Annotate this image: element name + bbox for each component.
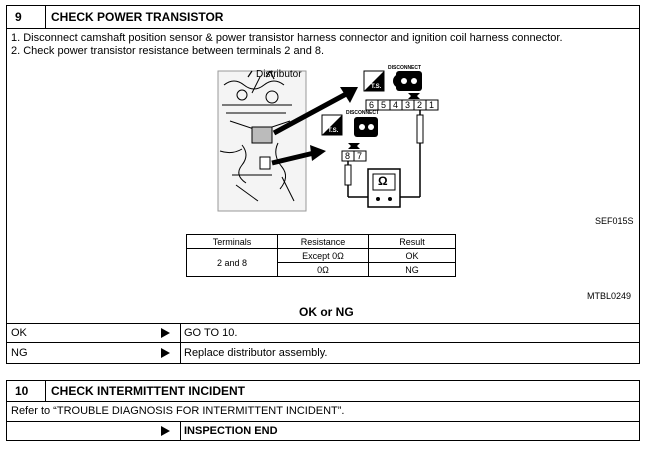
header-result: Result: [368, 234, 456, 249]
upper-terminal-2: 2: [417, 100, 423, 110]
step-10-title: CHECK INTERMITTENT INCIDENT: [51, 384, 245, 398]
inspection-end-label: INSPECTION END: [184, 425, 278, 437]
result-ng-label: NG: [11, 347, 28, 359]
instruction-1: 1. Disconnect camshaft position sensor &…: [11, 32, 563, 44]
diagram-illustration: [217, 70, 439, 212]
result-value: NG: [368, 262, 456, 277]
header-resistance: Resistance: [277, 234, 369, 249]
result-ng-arrow-icon: [161, 348, 170, 358]
end-rule: [7, 421, 639, 422]
end-arrow-icon: [161, 426, 170, 436]
result-ng-action: Replace distributor assembly.: [184, 347, 328, 359]
result-value: OK: [368, 248, 456, 263]
table-row: 2 and 8 Except 0Ω OK: [186, 248, 456, 277]
header-rule: [7, 401, 639, 402]
upper-terminal-4: 4: [393, 100, 399, 110]
lower-terminal-8: 8: [345, 151, 351, 161]
upper-terminal-1: 1: [429, 100, 435, 110]
step-9-section: 9 CHECK POWER TRANSISTOR 1. Disconnect c…: [6, 5, 640, 364]
step-header-divider: [45, 381, 46, 401]
terminals-value: 2 and 8: [186, 248, 278, 277]
header-terminals: Terminals: [186, 234, 278, 249]
results-rule-mid: [7, 342, 639, 343]
step-header-divider: [45, 6, 46, 28]
step-10-text: Refer to “TROUBLE DIAGNOSIS FOR INTERMIT…: [11, 405, 345, 417]
step-9-title: CHECK POWER TRANSISTOR: [51, 10, 224, 24]
ts-label-upper: T.S.: [371, 84, 382, 90]
ok-or-ng-question: OK or NG: [299, 305, 354, 319]
upper-terminal-5: 5: [381, 100, 387, 110]
disconnect-label-upper: DISCONNECT: [388, 65, 422, 71]
step-9-number: 9: [15, 10, 22, 24]
ohm-symbol: Ω: [378, 174, 388, 188]
step-10-number: 10: [15, 384, 29, 398]
figure-code-2: MTBL0249: [587, 291, 632, 301]
disconnect-label-lower: DISCONNECT: [346, 110, 380, 116]
resistance-value: 0Ω: [277, 262, 369, 277]
results-divider: [180, 323, 181, 363]
resistance-value: Except 0Ω: [277, 248, 369, 263]
end-divider: [180, 421, 181, 441]
upper-terminal-3: 3: [405, 100, 411, 110]
table-row: 0Ω NG: [187, 262, 456, 277]
lower-terminal-7: 7: [357, 151, 363, 161]
result-ok-action: GO TO 10.: [184, 327, 238, 339]
result-ok-label: OK: [11, 327, 27, 339]
upper-terminal-6: 6: [369, 100, 375, 110]
step-10-section: 10 CHECK INTERMITTENT INCIDENT Refer to …: [6, 380, 640, 441]
ts-label-lower: T.S.: [328, 128, 339, 134]
header-rule: [7, 28, 639, 29]
distributor-diagram: Distributor DISCONNECT T.S. DISCONNECT T…: [212, 65, 472, 215]
figure-code-1: SEF015S: [595, 216, 634, 226]
resistance-table: Terminals Resistance Result 2 and 8 Exce…: [186, 234, 456, 277]
result-ok-arrow-icon: [161, 328, 170, 338]
results-rule-top: [7, 323, 639, 324]
table-header-row: Terminals Resistance Result: [186, 234, 456, 249]
instruction-2: 2. Check power transistor resistance bet…: [11, 45, 325, 57]
distributor-label: Distributor: [256, 69, 302, 80]
